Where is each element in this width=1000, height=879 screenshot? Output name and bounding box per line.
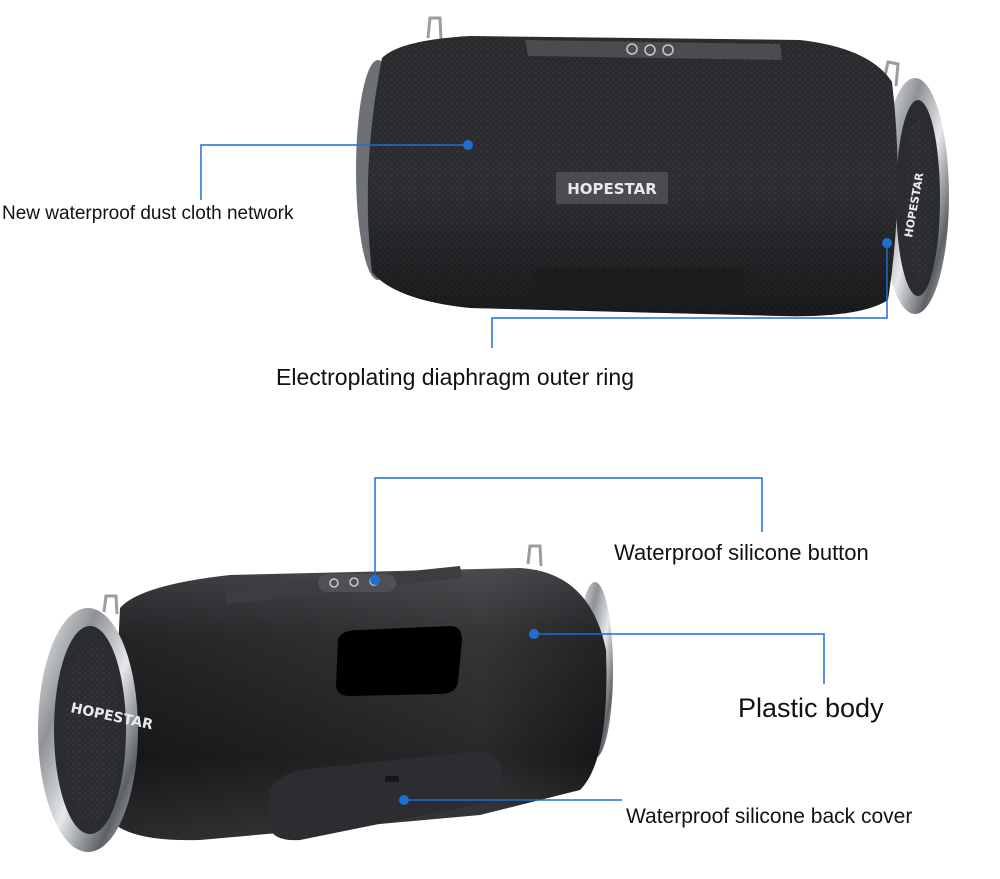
top-control-strip bbox=[525, 40, 782, 60]
strap-lug-right bbox=[526, 544, 543, 567]
handle-opening bbox=[336, 626, 462, 696]
callout-line-ring bbox=[491, 243, 888, 348]
brand-logo-top: HOPESTAR bbox=[567, 180, 657, 198]
speaker-bottom: HOPESTAR bbox=[38, 544, 613, 852]
back-cover bbox=[268, 751, 502, 841]
callout-dot-body bbox=[529, 629, 539, 639]
callout-dot-ring bbox=[882, 238, 892, 248]
speaker-top: HOPESTAR HOPESTAR bbox=[356, 16, 949, 317]
label-dust-cloth: New waterproof dust cloth network bbox=[2, 203, 294, 224]
brand-plate bbox=[556, 172, 668, 204]
callout-line-cloth bbox=[200, 144, 468, 200]
strap-lug-left bbox=[102, 594, 119, 615]
callout-dot-button bbox=[370, 575, 380, 585]
callout-line-body bbox=[534, 633, 825, 684]
label-plastic-body: Plastic body bbox=[738, 693, 884, 723]
label-outer-ring: Electroplating diaphragm outer ring bbox=[276, 364, 634, 390]
bottom-stand bbox=[535, 268, 745, 308]
strap-lug-left bbox=[426, 16, 443, 41]
strap-lug-right bbox=[882, 60, 900, 87]
label-back-cover: Waterproof silicone back cover bbox=[626, 805, 913, 828]
label-silicone-button: Waterproof silicone button bbox=[614, 540, 869, 565]
callout-line-button bbox=[374, 477, 763, 580]
callout-dot-cloth bbox=[463, 140, 473, 150]
callout-dot-cover bbox=[399, 795, 409, 805]
